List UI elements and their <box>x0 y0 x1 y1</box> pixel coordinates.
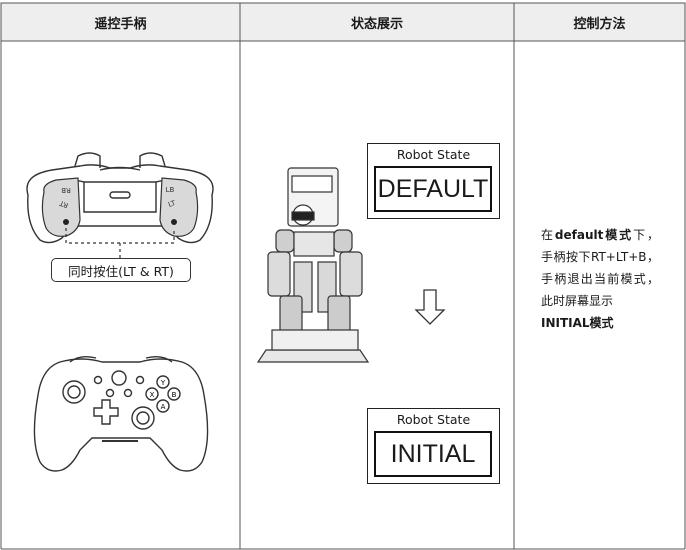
state-value-default: DEFAULT <box>374 166 492 212</box>
robot-state-panel-initial: Robot State INITIAL <box>367 408 500 484</box>
rt-indicator-dot <box>171 219 177 225</box>
y-button-label: Y <box>160 379 166 387</box>
gamepad-front-view: Y X B A <box>33 355 209 472</box>
gamepad-top-view: RB LB RT LT <box>26 152 214 258</box>
header-control-method: 控制方法 <box>573 16 626 32</box>
hold-lt-rt-callout: 同时按住(LT & RT) <box>51 258 191 282</box>
method-default-mode: default模式 <box>554 228 634 242</box>
header-status-display: 状态展示 <box>350 16 403 32</box>
lt-indicator-dot <box>63 219 69 225</box>
state-value-initial: INITIAL <box>374 431 492 477</box>
b-button-label: B <box>172 391 177 399</box>
method-initial-mode: INITIAL模式 <box>541 316 614 330</box>
rt-label: RT <box>58 199 70 210</box>
robot-state-panel-default: Robot State DEFAULT <box>367 143 500 219</box>
method-prefix: 在 <box>541 228 555 242</box>
panel-title: Robot State <box>396 147 471 162</box>
a-button-label: A <box>161 403 166 411</box>
rb-label: RB <box>61 186 71 194</box>
header-remote-gamepad: 遥控手柄 <box>94 16 147 32</box>
method-instructions: 下，手柄按下RT+LT+B，手柄退出当前模式，此时屏幕显示 <box>541 228 659 308</box>
transition-arrow-icon <box>414 289 446 325</box>
lt-label: LT <box>167 199 177 209</box>
x-button-label: X <box>150 391 155 399</box>
panel-title: Robot State <box>396 412 471 427</box>
control-method-text: 在default模式下，手柄按下RT+LT+B，手柄退出当前模式，此时屏幕显示 … <box>541 224 659 334</box>
lb-label: LB <box>166 186 175 194</box>
